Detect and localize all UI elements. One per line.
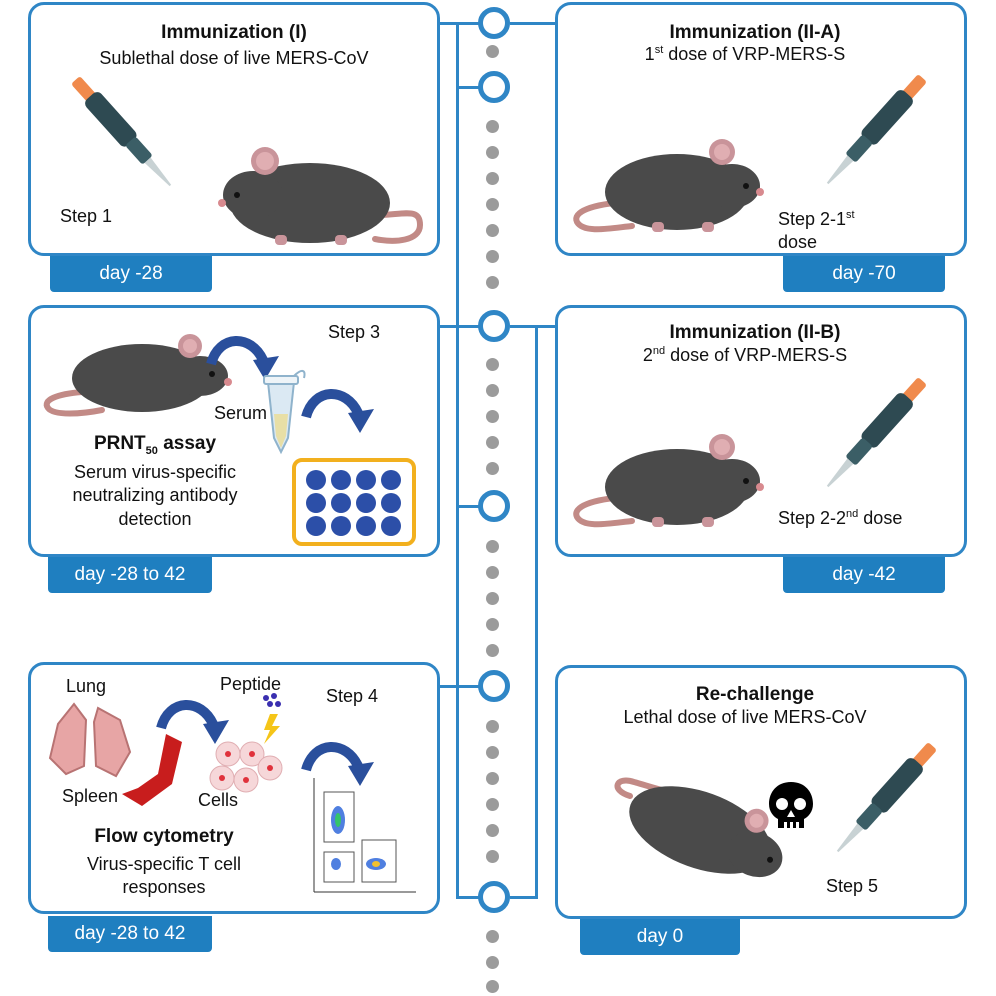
timeline-dot: [486, 980, 499, 993]
connector-mid: [456, 505, 483, 508]
timeline-node: [478, 310, 510, 342]
timeline-dot: [486, 250, 499, 263]
peptide-icon: [263, 693, 281, 744]
timeline-node: [478, 670, 510, 702]
arrow-icon: [301, 742, 374, 786]
timeline-node: [478, 881, 510, 913]
panel-immunization-2b: [555, 305, 967, 557]
connector-imm1-to-node2: [456, 86, 483, 89]
timeline-dot: [486, 146, 499, 159]
timeline-dot: [486, 198, 499, 211]
timeline-dot: [486, 462, 499, 475]
day-badge: day -70: [783, 256, 945, 292]
connector-imm2b: [510, 325, 556, 328]
step-label: Step 5: [826, 876, 879, 896]
pipette-icon: [836, 743, 936, 853]
timeline-dot: [486, 930, 499, 943]
panel-subtitle: 2nd dose of VRP-MERS-S: [642, 345, 848, 365]
lung-label: Lung: [66, 676, 107, 696]
timeline-dot: [486, 644, 499, 657]
panel-subtitle: Lethal dose of live MERS-CoV: [623, 707, 867, 727]
timeline-left-rail: [456, 22, 459, 898]
lung-icon: [48, 702, 132, 778]
timeline-dot: [486, 566, 499, 579]
step-label: Step 4: [326, 686, 379, 706]
step-label: Step 2-2nd dose: [778, 508, 903, 528]
timeline-dot: [486, 120, 499, 133]
timeline-dot: [486, 276, 499, 289]
timeline-dot: [486, 45, 499, 58]
arrow-icon: [156, 700, 229, 744]
timeline-dot: [486, 592, 499, 605]
connector-bottom-left: [456, 896, 483, 899]
mouse-icon: [614, 777, 783, 878]
timeline-dot: [486, 824, 499, 837]
panel-subtitle: 1st dose of VRP-MERS-S: [644, 44, 846, 64]
timeline-dot: [486, 384, 499, 397]
timeline-dot: [486, 540, 499, 553]
connector-flow: [438, 685, 483, 688]
panel-title: Immunization (II-A): [669, 22, 841, 43]
spleen-label: Spleen: [62, 786, 119, 806]
day-badge: day -42: [783, 557, 945, 593]
peptide-label: Peptide: [220, 674, 282, 694]
timeline-dot: [486, 358, 499, 371]
mouse-icon: [573, 139, 764, 233]
step-label: Step 3: [328, 322, 381, 342]
pipette-icon: [826, 75, 926, 185]
panel-flow-cytometry: [28, 662, 440, 914]
panel-title: Immunization (I): [161, 22, 307, 43]
timeline-node: [478, 71, 510, 103]
pipette-icon: [72, 77, 172, 187]
timeline-dot: [486, 172, 499, 185]
timeline-dot: [486, 956, 499, 969]
timeline-node: [478, 7, 510, 39]
panel-subtitle: Sublethal dose of live MERS-CoV: [99, 48, 369, 68]
pipette-icon: [826, 378, 926, 488]
cells-label: Cells: [198, 790, 239, 810]
timeline-right-rail: [535, 325, 538, 898]
flow-plot-icon: [313, 778, 416, 893]
timeline-dot: [486, 850, 499, 863]
well-plate-icon: [292, 458, 416, 546]
tube-icon: [263, 370, 306, 455]
timeline-dot: [486, 410, 499, 423]
day-badge: day 0: [580, 919, 740, 955]
skull-icon: [769, 782, 813, 828]
mouse-icon: [43, 334, 232, 417]
panel-title: Re-challenge: [695, 684, 815, 705]
timeline-dot: [486, 618, 499, 631]
cells-icon: [209, 741, 283, 793]
panel-title: Flow cytometry: [94, 826, 234, 847]
timeline-dot: [486, 772, 499, 785]
arrow-icon: [206, 336, 279, 380]
timeline-node: [478, 490, 510, 522]
timeline-dot: [486, 436, 499, 449]
day-badge: day -28 to 42: [48, 916, 212, 952]
timeline-dot: [486, 798, 499, 811]
connector-bottom-right: [510, 896, 538, 899]
day-badge: day -28 to 42: [48, 557, 212, 593]
connector-imm2a: [510, 22, 556, 25]
connector-imm1: [438, 22, 483, 25]
panel-title: Immunization (II-B): [669, 322, 841, 343]
serum-label: Serum: [214, 403, 268, 423]
connector-prnt: [438, 325, 483, 328]
mouse-icon: [573, 434, 764, 528]
mouse-icon: [218, 147, 424, 245]
timeline-dot: [486, 720, 499, 733]
day-badge: day -28: [50, 256, 212, 292]
arrow-icon: [301, 389, 374, 433]
timeline-dot: [486, 224, 499, 237]
timeline-dot: [486, 746, 499, 759]
step-label: Step 1: [60, 206, 113, 226]
panel-title: PRNT50 assay: [93, 433, 217, 457]
spleen-icon: [122, 734, 182, 806]
